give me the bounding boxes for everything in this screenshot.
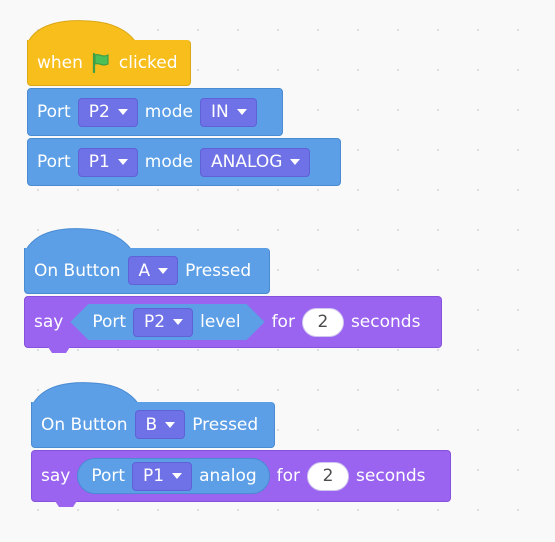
seconds-label: seconds [350,312,421,332]
chevron-down-icon [172,473,183,479]
port-dropdown[interactable]: P1 [132,461,193,491]
analog-label: analog [199,466,257,486]
port-level-reporter[interactable]: Port P2 level [70,304,264,340]
hat-cap [27,20,138,44]
chevron-down-icon [117,109,128,115]
say-for-seconds-block[interactable]: say Port P2 level for 2 seconds [24,296,442,348]
port-label: Port [37,152,71,172]
button-dropdown[interactable]: A [127,256,179,285]
mode-label: mode [144,152,193,172]
on-button-pressed-block[interactable]: On Button A Pressed [24,248,270,294]
seconds-input[interactable]: 2 [307,461,350,491]
mode-value: ANALOG [211,152,283,172]
mode-dropdown[interactable]: ANALOG [200,147,311,177]
chevron-down-icon [117,159,128,165]
green-flag-icon [92,52,109,73]
pressed-label: Pressed [185,260,252,281]
port-value: P1 [143,466,165,486]
for-label: for [271,312,295,332]
port-mode-block-2[interactable]: Port P1 mode ANALOG [27,138,341,186]
chevron-down-icon [290,159,301,165]
on-button-label: On Button [41,414,128,435]
port-label: Port [91,466,126,486]
clicked-label: clicked [118,52,178,73]
seconds-label: seconds [356,466,426,486]
level-label: level [200,312,241,332]
port-value: P2 [144,312,166,332]
port-value: P2 [88,102,110,122]
button-value: B [145,414,158,435]
say-for-seconds-block[interactable]: say Port P1 analog for 2 seconds [31,450,451,502]
when-label: when [37,52,83,73]
pressed-label: Pressed [192,414,259,435]
port-label: Port [37,102,71,122]
say-label: say [41,466,71,486]
port-label: Port [92,312,127,332]
on-button-label: On Button [34,260,121,281]
when-flag-clicked-block[interactable]: when clicked [27,40,191,86]
hat-cap [24,228,135,254]
block-notch [55,501,77,507]
port-dropdown[interactable]: P2 [133,308,193,337]
button-dropdown[interactable]: B [134,410,186,439]
port-analog-reporter[interactable]: Port P1 analog [77,458,270,494]
on-button-pressed-block[interactable]: On Button B Pressed [31,402,275,448]
port-mode-block-1[interactable]: Port P2 mode IN [27,88,283,136]
chevron-down-icon [158,267,169,274]
chevron-down-icon [165,421,176,428]
for-label: for [276,466,301,486]
chevron-down-icon [236,109,247,115]
say-label: say [34,312,64,332]
seconds-input[interactable]: 2 [301,307,344,337]
chevron-down-icon [173,319,183,325]
mode-value: IN [211,102,229,122]
button-value: A [138,260,151,281]
port-value: P1 [88,152,110,172]
port-dropdown[interactable]: P2 [77,97,138,127]
mode-label: mode [144,102,193,122]
mode-dropdown[interactable]: IN [200,97,257,127]
hat-cap [31,382,142,408]
port-dropdown[interactable]: P1 [77,147,138,177]
block-notch [48,347,70,353]
